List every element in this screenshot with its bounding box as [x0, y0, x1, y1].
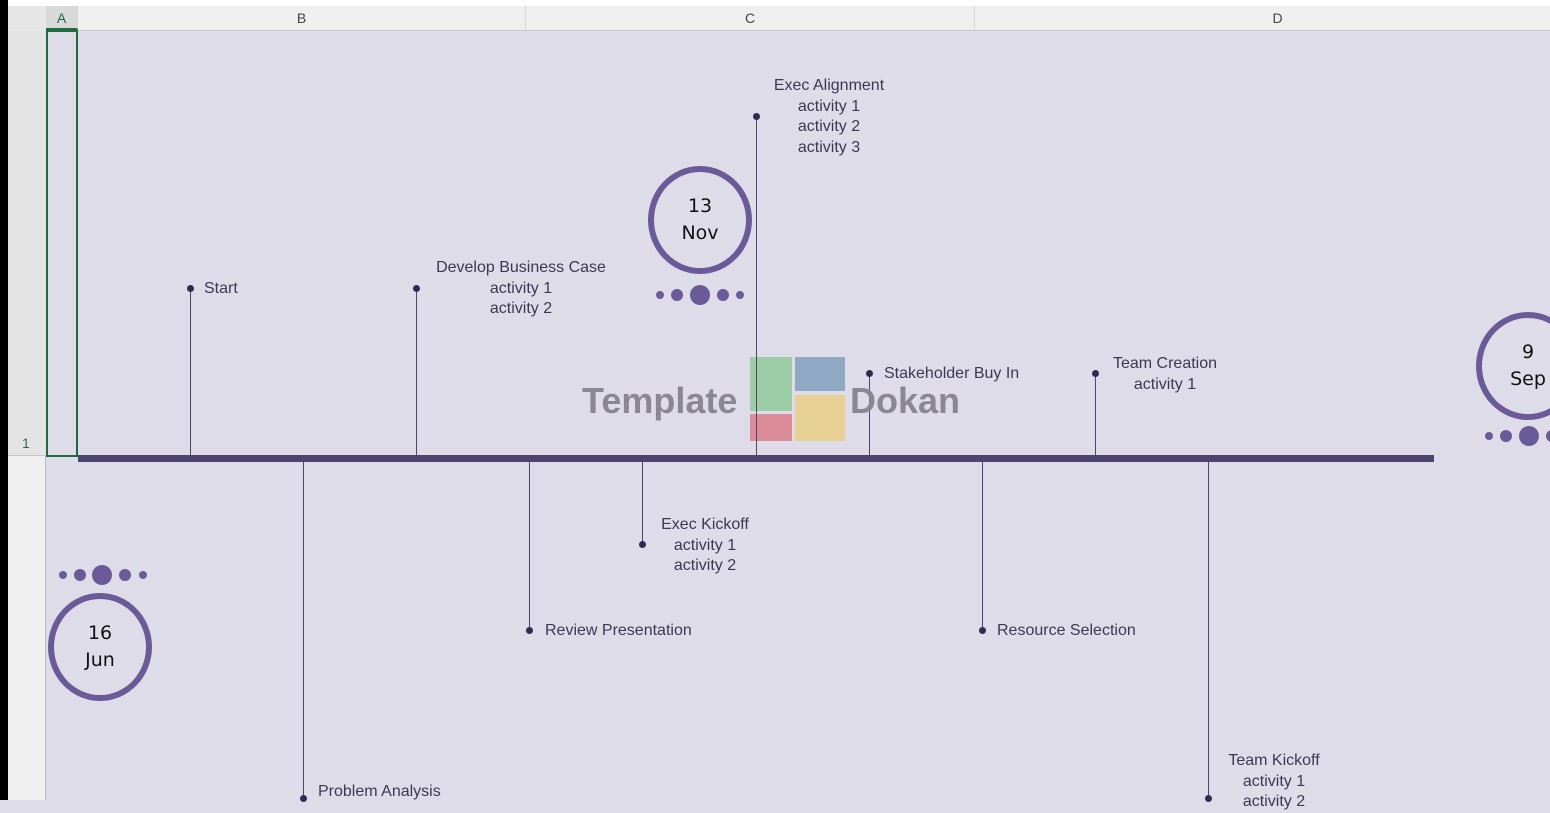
decorative-dot — [1546, 430, 1550, 442]
milestone-label: Exec Kickoff activity 1 activity 2 — [661, 515, 749, 577]
timeline-axis — [78, 455, 1434, 462]
decorative-dot — [139, 571, 147, 579]
column-header-bar: A B C D — [8, 6, 1550, 31]
column-header-a[interactable]: A — [46, 6, 78, 30]
milestone-marker — [866, 370, 873, 377]
selected-cell-a1[interactable] — [46, 30, 78, 457]
decorative-dot — [671, 289, 683, 301]
column-header-c[interactable]: C — [526, 6, 975, 30]
milestone-label: Team Kickoff activity 1 activity 2 — [1228, 751, 1319, 813]
milestone-label: Develop Business Case activity 1 activity … — [436, 258, 606, 320]
milestone-label: Exec Alignment activity 1 activity 2 activi… — [774, 76, 884, 158]
date-day: 16 — [87, 622, 113, 644]
milestone-connector — [756, 116, 757, 456]
milestone-label: Team Creation activity 1 — [1113, 354, 1217, 395]
watermark-logo: Template Dokan — [582, 356, 962, 442]
milestone-label: Stakeholder Buy In — [884, 364, 1019, 385]
date-month: Sep — [1510, 368, 1546, 390]
milestone-label: Resource Selection — [997, 621, 1136, 642]
milestone-connector — [416, 288, 417, 456]
milestone-title: Exec Kickoff — [661, 516, 749, 533]
milestone-activity: activity 1 — [797, 97, 861, 115]
column-header-d[interactable]: D — [1272, 10, 1283, 26]
logo-tile-green — [750, 357, 792, 411]
milestone-activity: activity 1 — [673, 536, 737, 554]
milestone-connector — [642, 462, 643, 544]
milestone-marker — [639, 541, 646, 548]
decorative-dot — [1500, 430, 1512, 442]
column-header-b[interactable]: B — [78, 6, 526, 30]
milestone-title: Review Presentation — [545, 622, 692, 639]
milestone-activity: activity 2 — [489, 300, 553, 317]
decorative-dot — [1485, 432, 1493, 440]
milestone-title: Start — [204, 280, 238, 297]
left-edge — [0, 0, 8, 800]
milestone-marker — [526, 627, 533, 634]
row-header-area — [8, 456, 46, 800]
decorative-dot — [1519, 426, 1539, 446]
milestone-title: Team Kickoff — [1228, 752, 1320, 769]
milestone-label: Problem Analysis — [318, 782, 441, 803]
milestone-marker — [1092, 370, 1099, 377]
milestone-connector — [529, 462, 530, 630]
row-header-1[interactable]: 1 — [8, 31, 46, 456]
milestone-connector — [1208, 462, 1209, 798]
milestone-label: Review Presentation — [545, 621, 692, 642]
logo-tile-red — [750, 414, 792, 441]
watermark-text-left: Template — [582, 380, 738, 421]
milestone-activity: activity 2 — [673, 557, 737, 574]
decorative-dot — [717, 289, 729, 301]
decorative-dot — [736, 291, 744, 299]
milestone-title: Stakeholder Buy In — [884, 365, 1020, 382]
decorative-dot — [119, 569, 131, 581]
milestone-connector — [303, 462, 304, 798]
logo-tile-blue — [795, 357, 845, 391]
milestone-title: Develop Business Case — [436, 259, 606, 276]
milestone-activity: activity 1 — [489, 279, 553, 297]
top-edge — [8, 0, 1550, 6]
milestone-marker — [300, 795, 307, 802]
logo-tile-yellow — [795, 395, 845, 441]
milestone-marker — [413, 285, 420, 292]
milestone-title: Resource Selection — [997, 622, 1136, 639]
milestone-activity: activity 1 — [1242, 772, 1306, 790]
date-month: Nov — [681, 222, 719, 244]
milestone-title: Exec Alignment — [773, 77, 885, 94]
milestone-connector — [869, 373, 870, 456]
milestone-marker — [753, 113, 760, 120]
milestone-title: Problem Analysis — [318, 783, 441, 800]
milestone-activity: activity 1 — [1133, 375, 1197, 393]
milestone-label: Start — [204, 279, 238, 300]
decorative-dot — [92, 565, 112, 585]
milestone-marker — [979, 627, 986, 634]
milestone-activity: activity 2 — [1242, 793, 1306, 810]
decorative-dot — [690, 285, 710, 305]
milestone-connector — [982, 462, 983, 630]
watermark-text-right: Dokan — [850, 380, 961, 421]
milestone-marker — [1205, 795, 1212, 802]
milestone-connector — [190, 288, 191, 456]
date-month: Jun — [85, 649, 115, 671]
milestone-marker — [187, 285, 194, 292]
milestone-connector — [1095, 373, 1096, 456]
milestone-title: Team Creation — [1112, 355, 1218, 372]
date-day: 9 — [1521, 341, 1535, 363]
milestone-activity: activity 2 — [797, 118, 861, 135]
decorative-dot — [74, 569, 86, 581]
milestone-activity: activity 3 — [797, 138, 861, 156]
select-all-corner[interactable] — [8, 6, 46, 31]
decorative-dot — [59, 571, 67, 579]
date-day: 13 — [687, 195, 713, 217]
decorative-dot — [656, 291, 664, 299]
row-number: 1 — [22, 435, 30, 451]
